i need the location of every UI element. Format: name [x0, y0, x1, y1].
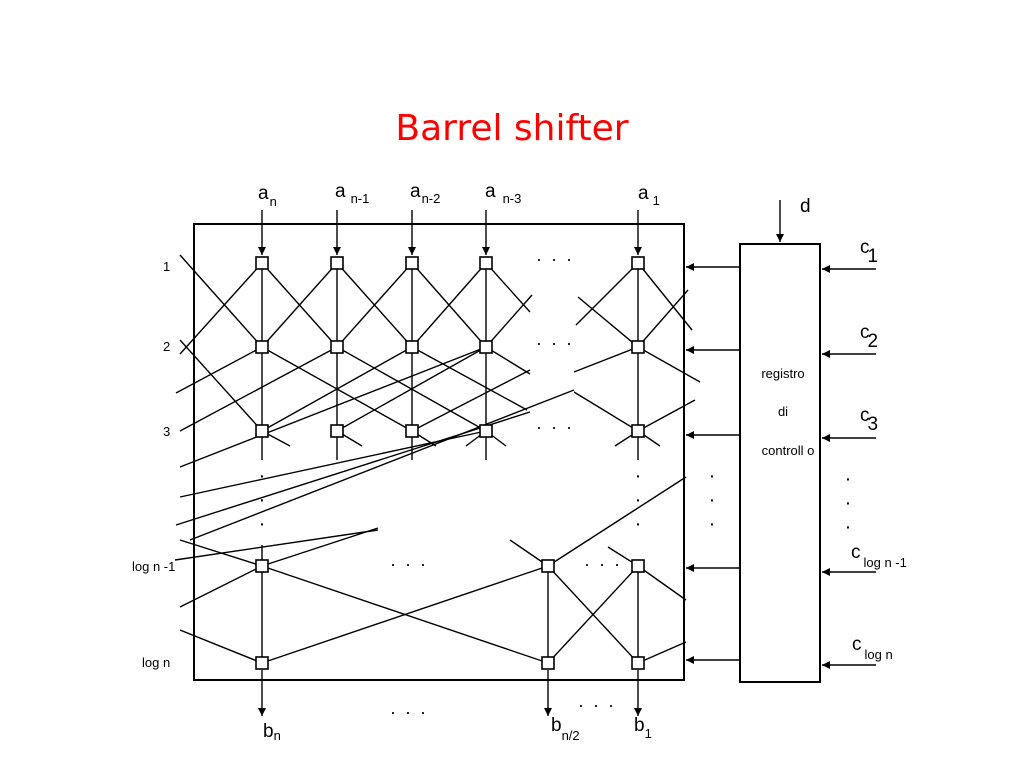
network-lines: [174, 254, 701, 664]
svg-text:·: ·: [845, 468, 852, 490]
ellipsis-row-log-n-1-right: · · ·: [584, 554, 622, 574]
row-label-1: 1: [163, 259, 170, 274]
row-label-3: 3: [163, 424, 170, 439]
ellipsis-outputs-right: · · ·: [578, 695, 616, 715]
svg-text:·: ·: [845, 492, 852, 514]
ellipsis-outputs-left: · · ·: [390, 702, 428, 722]
svg-text:·: ·: [259, 513, 266, 535]
output-label-bn2: bn/2: [551, 715, 580, 743]
input-label-an: an: [258, 183, 277, 209]
row-label-log-n-1: log n -1: [132, 559, 175, 574]
ellipsis-row-3: · · ·: [536, 417, 574, 437]
row-label-2: 2: [163, 339, 170, 354]
control-label-c2: c2: [860, 322, 878, 352]
control-label-c3: c3: [860, 405, 878, 435]
register-label-line3: controll o: [762, 443, 815, 458]
register-label-line1: registro: [761, 366, 804, 381]
slide-title: Barrel shifter: [395, 108, 629, 149]
output-label-b1: b1: [634, 715, 652, 741]
shifter-frame: [193, 223, 685, 681]
arrows: [258, 200, 876, 716]
svg-text:·: ·: [709, 465, 716, 487]
register-label-line2: di: [778, 404, 788, 419]
input-label-an-2: an-2: [410, 181, 440, 206]
row-label-log-n: log n: [142, 655, 170, 670]
svg-text:·: ·: [845, 516, 852, 538]
output-label-bn: bn: [263, 721, 281, 743]
ellipsis-row-1: · · ·: [536, 249, 574, 269]
svg-text:·: ·: [709, 513, 716, 535]
ellipsis-row-log-n-1-left: · · ·: [390, 554, 428, 574]
register-input-label: d: [800, 196, 811, 217]
svg-text:·: ·: [635, 465, 642, 487]
svg-text:·: ·: [259, 465, 266, 487]
svg-text:·: ·: [709, 489, 716, 511]
switch-nodes: [255, 256, 645, 670]
svg-text:·: ·: [635, 489, 642, 511]
ellipsis-row-2: · · ·: [536, 333, 574, 353]
control-register-box: [739, 243, 821, 683]
control-label-c1: c1: [860, 237, 878, 267]
svg-text:·: ·: [259, 489, 266, 511]
svg-text:·: ·: [635, 513, 642, 535]
vertical-dots: · · · · · · · · · · · ·: [259, 465, 852, 538]
